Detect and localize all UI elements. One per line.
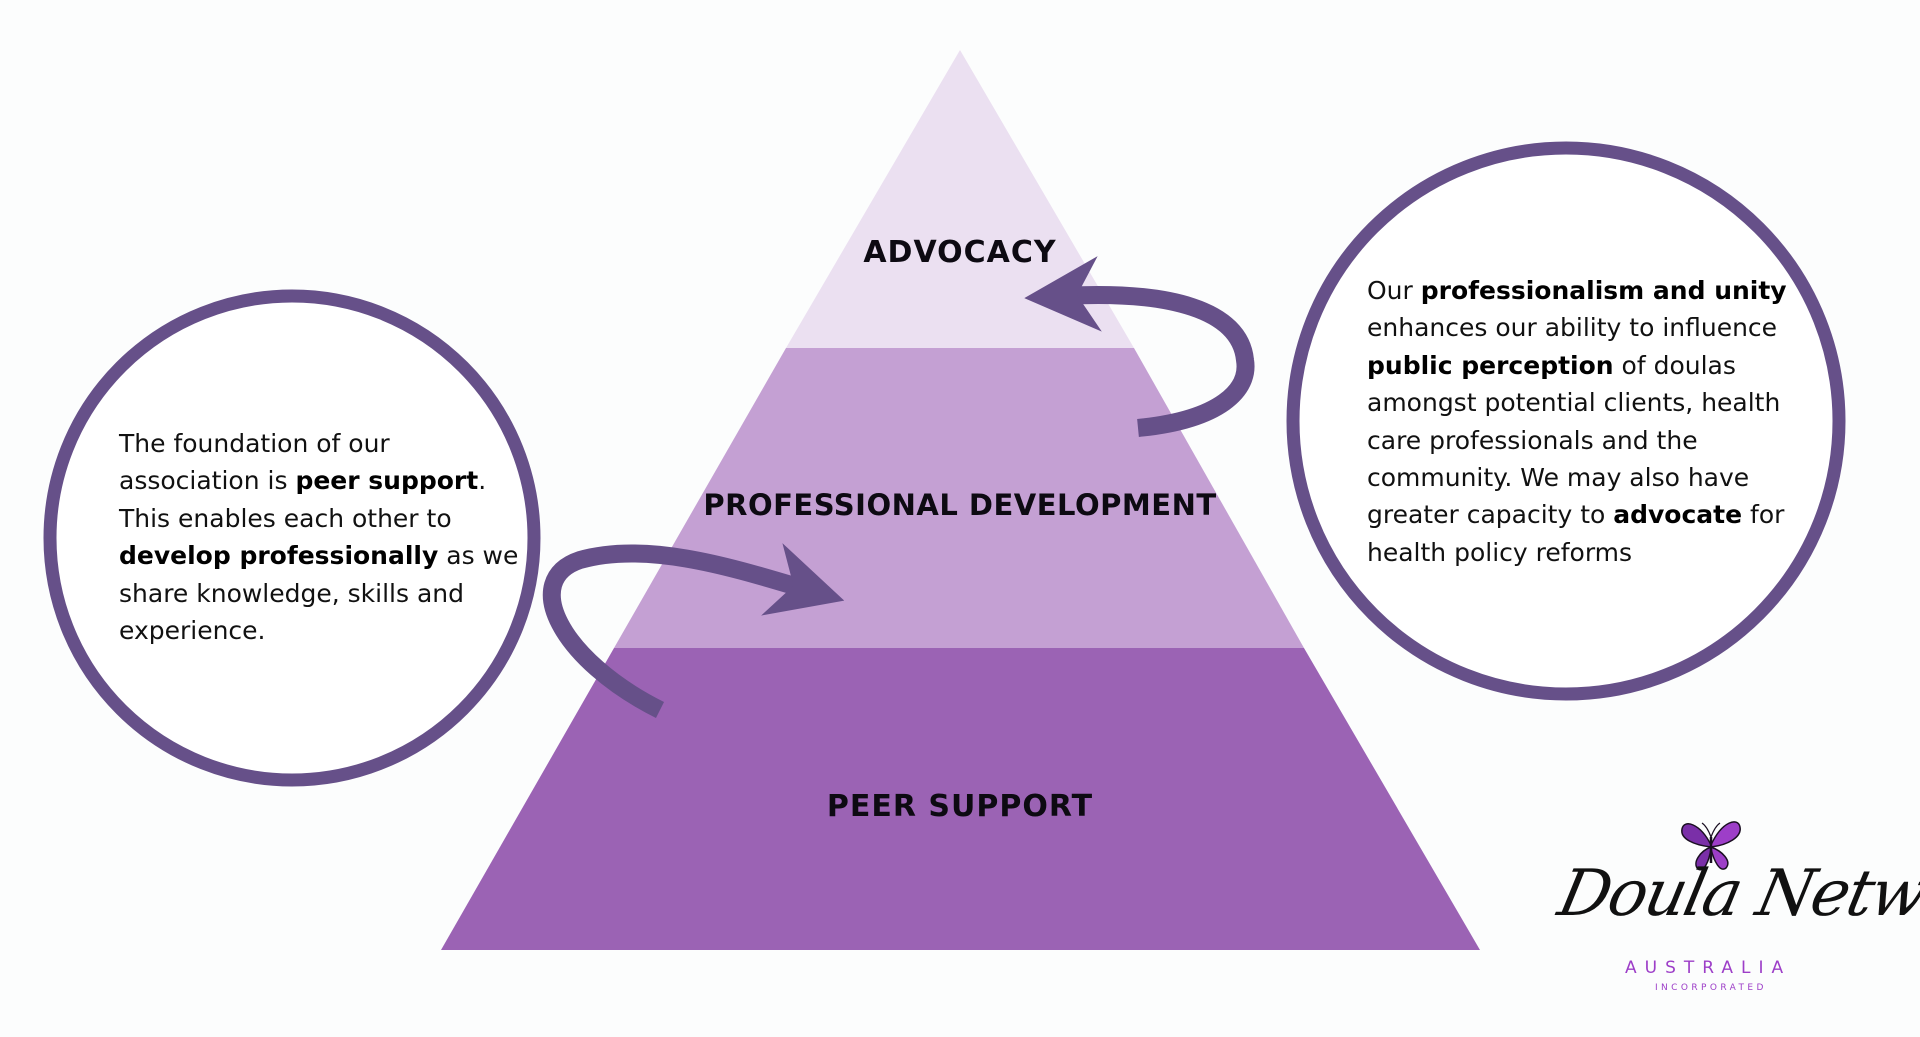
tier-label-peer-support: PEER SUPPORT	[827, 789, 1093, 824]
logo-subtitle: INCORPORATED	[1655, 983, 1767, 993]
emphasis-text: peer support	[295, 466, 479, 496]
pyramid-tier-peer-support	[441, 648, 1480, 950]
emphasis-text: develop professionally	[119, 541, 439, 571]
logo-country: AUSTRALIA	[1625, 958, 1792, 978]
left-callout-text: The foundation of our association is pee…	[119, 425, 524, 649]
left-curved-arrow	[542, 543, 845, 719]
logo-wordmark: Doula Network	[1552, 857, 1920, 931]
right-curved-arrow	[1024, 256, 1255, 437]
logo: Doula Network AUSTRALIA INCORPORATED	[1540, 815, 1920, 1005]
right-callout-text: Our professionalism and unity enhances o…	[1367, 272, 1787, 571]
body-text: as we share knowledge, skills and experi…	[119, 541, 519, 646]
body-text: . This enables each other to	[119, 466, 487, 533]
tier-label-advocacy: ADVOCACY	[863, 235, 1057, 270]
body-text: Our	[1367, 276, 1421, 305]
emphasis-text: advocate	[1613, 500, 1743, 530]
left-callout-ring	[43, 289, 541, 787]
butterfly-icon	[1681, 821, 1741, 871]
right-callout-ring	[1286, 141, 1846, 701]
tier-label-professional-development: PROFESSIONAL DEVELOPMENT	[703, 488, 1216, 522]
emphasis-text: professionalism and unity	[1420, 276, 1787, 305]
body-text: for health policy reforms	[1367, 500, 1785, 567]
body-text: The foundation of our association is	[119, 429, 390, 496]
emphasis-text: public perception	[1367, 350, 1614, 380]
body-text: enhances our ability to influence	[1367, 313, 1778, 343]
body-text: of doulas amongst potential clients, hea…	[1367, 350, 1781, 530]
